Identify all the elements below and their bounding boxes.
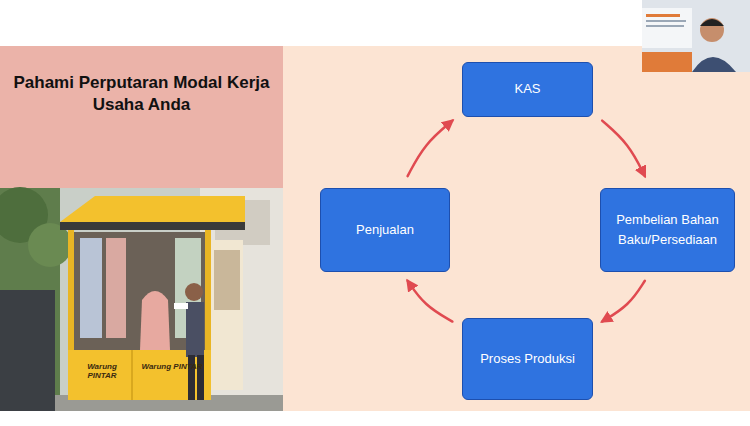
- diagram-panel: [283, 46, 750, 411]
- cycle-arrow: [408, 121, 453, 176]
- title-panel: [0, 46, 283, 188]
- cycle-arrow: [602, 121, 645, 176]
- kiosk-sign: Warung PINTAR: [76, 362, 128, 380]
- kiosk-photo: [0, 187, 283, 411]
- slide-title: Pahami Perputaran Modal Kerja Usaha Anda: [10, 72, 273, 116]
- bottom-bar: [0, 411, 750, 426]
- top-bar: [0, 0, 750, 46]
- process-box: KAS: [462, 62, 593, 117]
- box-label: KAS: [514, 79, 540, 99]
- process-box: Proses Produksi: [462, 318, 593, 400]
- cycle-arrow: [602, 281, 645, 322]
- process-box: Pembelian Bahan Baku/Persediaan: [600, 188, 735, 272]
- box-label: Proses Produksi: [480, 349, 575, 369]
- box-label: Penjualan: [356, 220, 414, 240]
- cycle-arrow: [408, 281, 453, 322]
- kiosk-sign: Warung PINTAR: [140, 362, 204, 371]
- webcam-thumbnail: [642, 0, 750, 72]
- box-label: Pembelian Bahan Baku/Persediaan: [609, 210, 726, 250]
- process-box: Penjualan: [320, 188, 450, 272]
